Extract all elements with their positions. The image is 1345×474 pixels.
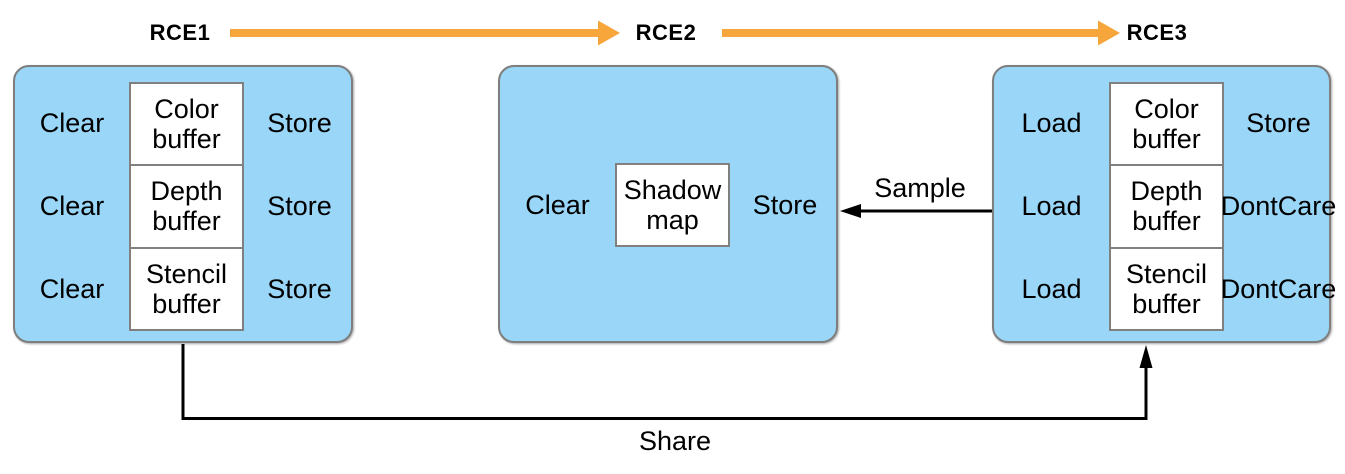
attachment-label: Shadow map [623, 174, 722, 235]
rce1-load-actions: Clear Clear Clear [15, 82, 129, 331]
store-action-label: DontCare [1220, 274, 1337, 304]
rce3-load-actions: Load Load Load [994, 82, 1109, 331]
sample-arrow-label: Sample [874, 172, 966, 203]
attachment-label: Color buffer [1132, 93, 1201, 155]
attachment-label: Depth buffer [1111, 164, 1222, 246]
store-action-label: Store [267, 274, 332, 304]
attachment-label: Stencil buffer [131, 246, 242, 329]
load-action-label: Clear [525, 189, 590, 220]
rce3-heading: RCE3 [1126, 20, 1188, 45]
rce2-store-actions: Store [730, 163, 840, 247]
load-action-label: Clear [39, 274, 105, 304]
store-action-label: DontCare [1220, 191, 1337, 221]
rce1-store-actions: Store Store Store [244, 82, 355, 331]
rce2-encoder-box: Clear Shadow map Store [498, 65, 838, 343]
store-action-label: Store [267, 108, 332, 138]
flow-arrow-rce1-to-rce2 [230, 20, 620, 46]
attachment-label: Depth buffer [131, 164, 242, 246]
rce1-attachment-stack: Color buffer Depth buffer Stencil buffer [129, 82, 244, 331]
load-action-label: Load [1021, 108, 1082, 138]
sample-arrow [840, 204, 992, 218]
load-action-label: Clear [39, 108, 105, 138]
share-arrow [181, 344, 1153, 420]
rce2-load-actions: Clear [500, 163, 615, 247]
load-action-label: Load [1021, 191, 1082, 221]
attachment-label: Stencil buffer [1111, 246, 1222, 329]
rce3-encoder-box: Load Load Load Color buffer Depth buffer… [992, 65, 1337, 343]
rce2-attachment-stack: Shadow map [615, 163, 730, 247]
rce1-encoder-box: Clear Clear Clear Color buffer Depth buf… [13, 65, 353, 343]
rce3-store-actions: Store DontCare DontCare [1220, 82, 1337, 331]
rce3-attachment-stack: Color buffer Depth buffer Stencil buffer [1109, 82, 1224, 331]
rce1-heading: RCE1 [149, 20, 211, 45]
load-action-label: Clear [39, 191, 105, 221]
rce2-heading: RCE2 [635, 20, 697, 45]
store-action-label: Store [267, 191, 332, 221]
store-action-label: Store [1246, 108, 1311, 138]
store-action-label: Store [752, 189, 818, 220]
share-arrow-label: Share [638, 425, 712, 456]
attachment-label: Color buffer [152, 93, 221, 155]
flow-arrow-rce2-to-rce3 [722, 20, 1120, 46]
load-action-label: Load [1021, 274, 1082, 304]
